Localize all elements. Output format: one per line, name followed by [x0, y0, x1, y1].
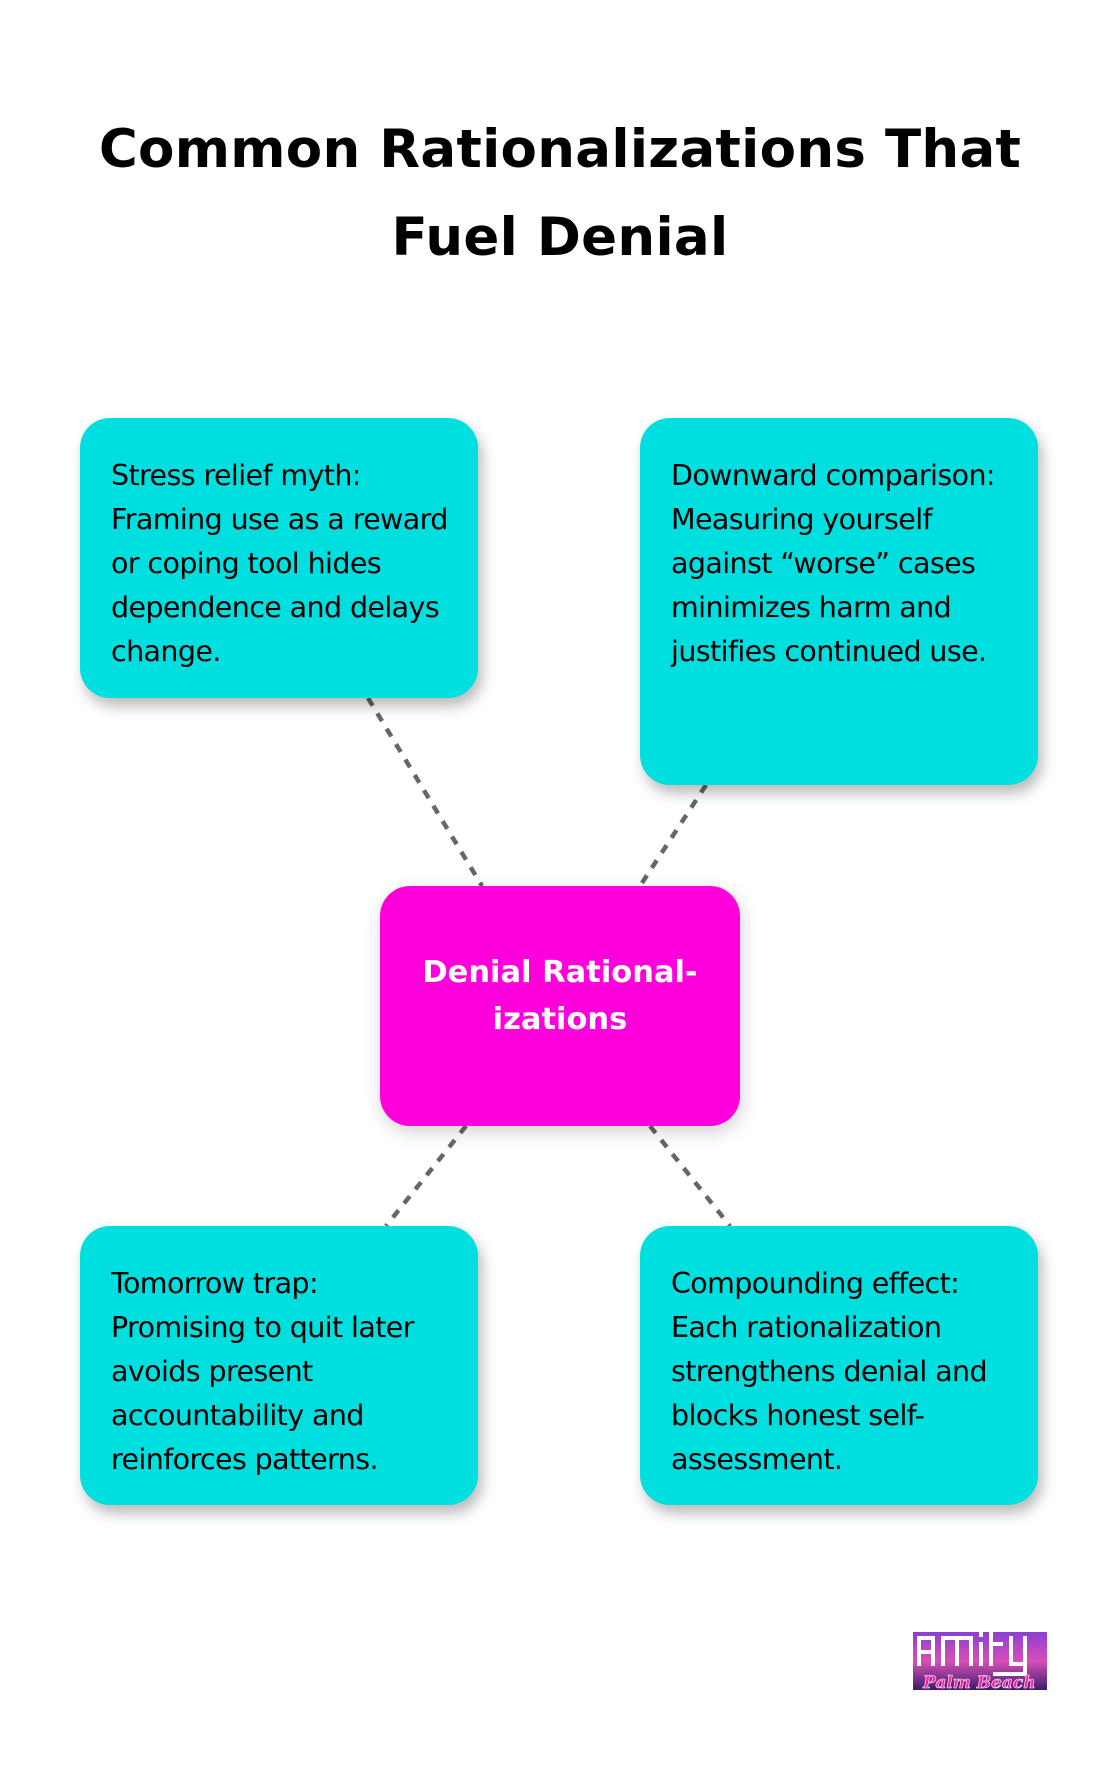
- page-title: Common Rationalizations That Fuel Denial: [40, 106, 1080, 282]
- node-text: Tomorrow trap: Promising to quit later a…: [111, 1267, 414, 1476]
- title-line-1: Common Rationalizations That: [98, 119, 1022, 180]
- node-tomorrow-trap: Tomorrow trap: Promising to quit later a…: [80, 1226, 478, 1505]
- connector-top-left: [366, 696, 484, 888]
- node-stress-relief-myth: Stress relief myth: Framing use as a rew…: [80, 418, 478, 698]
- title-line-2: Fuel Denial: [391, 207, 729, 268]
- node-text: Compounding effect: Each rationalization…: [671, 1267, 988, 1476]
- svg-text:Palm Beach: Palm Beach: [922, 1673, 1036, 1693]
- node-text: Downward comparison: Measuring yourself …: [671, 459, 996, 668]
- center-node: Denial Rational-izations: [380, 886, 740, 1126]
- connector-bottom-right: [648, 1124, 732, 1228]
- connector-top-right: [638, 783, 708, 888]
- connector-bottom-left: [384, 1124, 468, 1228]
- center-node-label: Denial Rational-izations: [422, 955, 698, 1037]
- node-text: Stress relief myth: Framing use as a rew…: [111, 459, 448, 668]
- amity-palm-beach-logo-icon: Palm Beach: [913, 1628, 1061, 1704]
- node-downward-comparison: Downward comparison: Measuring yourself …: [640, 418, 1038, 785]
- node-compounding-effect: Compounding effect: Each rationalization…: [640, 1226, 1038, 1505]
